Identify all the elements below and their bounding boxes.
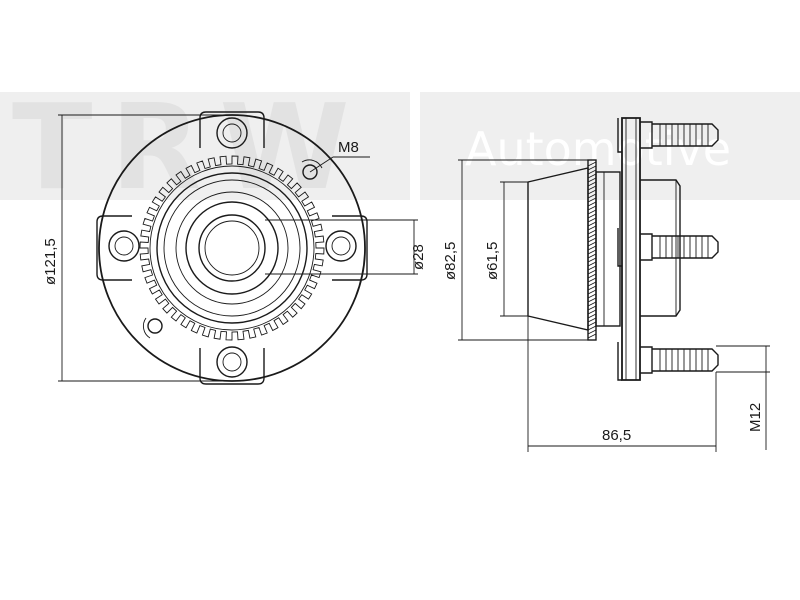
- watermark: TRW Automotive: [0, 78, 800, 216]
- stud-thread-label: M12: [747, 403, 764, 432]
- bore-circle-inner: [204, 220, 260, 276]
- front-view: M8 ø121,5 ø28: [42, 111, 427, 385]
- stud-hole-right: [325, 230, 357, 262]
- tone-ring-hatch: [587, 161, 597, 339]
- ear-right: [332, 215, 368, 281]
- ear-top: [199, 111, 265, 148]
- outer-diameter-label: ø121,5: [42, 238, 59, 285]
- wheel-stud: [640, 346, 719, 374]
- hub-neck: [595, 171, 621, 327]
- m8-leader-line: [309, 156, 334, 173]
- wheel-stud: [640, 233, 719, 261]
- watermark-band-right: [420, 92, 800, 200]
- watermark-brand: TRW: [12, 78, 368, 216]
- flange-side: [621, 117, 641, 381]
- hub-diameter-label: ø61,5: [484, 242, 501, 280]
- pilot-diameter-label: ø82,5: [442, 242, 459, 280]
- hub-cap: [640, 179, 681, 317]
- hub-circle-4: [185, 201, 279, 295]
- m8-label: M8: [338, 139, 359, 156]
- watermark-band-left: [0, 92, 410, 200]
- watermark-division: Automotive: [465, 122, 731, 176]
- stud-hole-top: [216, 117, 248, 149]
- abs-tone-ring: [139, 155, 325, 341]
- flange-boss-top: [617, 118, 622, 153]
- m8-screw-hole: [301, 159, 323, 180]
- m8-screw-hole-opposite: [142, 317, 163, 339]
- stud-hole-left: [108, 230, 140, 262]
- hub-circle-3: [175, 191, 289, 305]
- hub-circle-2: [163, 179, 301, 317]
- tone-ring-teeth: [139, 155, 325, 341]
- ear-left: [96, 215, 132, 281]
- wheel-stud: [640, 121, 719, 149]
- side-view: ø82,5 ø61,5 86,5 M12: [442, 117, 770, 452]
- stud-hole-bottom: [216, 346, 248, 378]
- ear-bottom: [199, 348, 265, 385]
- flange-boss-mid: [617, 228, 622, 267]
- wheel-studs: [640, 121, 719, 374]
- bore-circle-outer: [198, 214, 266, 282]
- hub-circle-outer: [156, 172, 308, 324]
- bore-diameter-label: ø28: [410, 244, 427, 270]
- overall-width-label: 86,5: [602, 427, 631, 444]
- flange-boss-bottom: [617, 342, 622, 381]
